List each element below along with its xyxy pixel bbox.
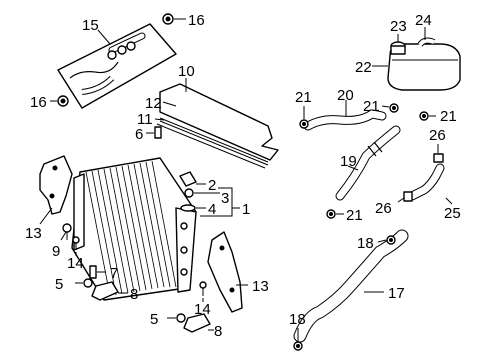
leader-18-top <box>377 239 387 243</box>
o-ring-3 <box>184 188 194 198</box>
callout-24: 24 <box>415 12 432 29</box>
callout-1: 1 <box>242 201 250 218</box>
leader-13-left <box>39 207 53 225</box>
reservoir-hose-part <box>417 37 436 47</box>
mount-8-upper <box>91 281 119 301</box>
clamp-26-top <box>433 153 444 163</box>
callout-20: 20 <box>337 87 354 104</box>
clamp-21-c <box>419 111 429 121</box>
leader-11 <box>154 118 165 121</box>
clamp-18-top <box>386 235 396 245</box>
radiator-part <box>71 157 197 301</box>
leader-21-b <box>381 105 390 108</box>
callout-15: 15 <box>82 17 99 34</box>
bolt-14-left <box>72 236 80 250</box>
callout-16-top: 16 <box>188 12 205 29</box>
leader-19 <box>347 165 359 171</box>
clip-6 <box>154 126 162 139</box>
callout-2: 2 <box>208 177 216 194</box>
clamp-21-a <box>299 119 309 129</box>
bolt-14-right <box>199 281 207 296</box>
callout-21-a: 21 <box>295 89 312 106</box>
air-deflector-part <box>159 83 279 161</box>
bolt-9 <box>62 223 72 240</box>
callout-16-left: 16 <box>30 94 47 111</box>
seal-strips-part <box>156 117 269 169</box>
hose-25 <box>407 163 445 201</box>
callout-9: 9 <box>52 243 60 260</box>
clamp-16-top <box>162 13 174 25</box>
clip-7 <box>89 265 97 279</box>
bracket-13-left <box>39 155 73 215</box>
callout-8-upper: 8 <box>130 286 138 303</box>
bracket-1 <box>200 187 233 217</box>
hose-17 <box>293 229 409 343</box>
callout-13-right: 13 <box>252 278 269 295</box>
leader-15 <box>97 29 111 45</box>
callout-5-lower: 5 <box>150 311 158 328</box>
bushing-5-lower <box>176 313 186 323</box>
clamp-26-mid <box>403 191 413 202</box>
leader-26-mid <box>397 197 405 203</box>
clamp-21-d <box>326 209 336 219</box>
callout-17: 17 <box>388 285 405 302</box>
callout-22: 22 <box>355 59 372 76</box>
reservoir-cap-part <box>390 41 406 55</box>
callout-10: 10 <box>178 63 195 80</box>
callout-8-lower: 8 <box>214 323 222 340</box>
callout-21-b: 21 <box>363 98 380 115</box>
mount-8-lower <box>183 313 211 333</box>
callout-14-left: 14 <box>67 255 84 272</box>
callout-21-d: 21 <box>346 207 363 224</box>
callout-11: 11 <box>137 111 153 128</box>
callout-18-top: 18 <box>357 235 374 252</box>
callout-3: 3 <box>221 190 229 207</box>
drain-plug-2 <box>179 171 197 187</box>
clamp-18-bottom <box>293 341 303 351</box>
callout-26-top: 26 <box>429 127 446 144</box>
callout-14-right: 14 <box>194 301 211 318</box>
clamp-21-b <box>389 103 399 113</box>
leader-25 <box>445 197 453 205</box>
seal-4 <box>180 204 196 212</box>
callout-5-upper: 5 <box>55 276 63 293</box>
callout-26-mid: 26 <box>375 200 392 217</box>
leader-12 <box>162 101 177 107</box>
callout-12: 12 <box>145 95 162 112</box>
callout-21-c: 21 <box>440 108 457 125</box>
clamp-16-left <box>57 95 69 107</box>
callout-7: 7 <box>110 265 118 282</box>
callout-6: 6 <box>135 126 143 143</box>
bushing-5-upper <box>83 278 93 288</box>
leader-9 <box>60 231 67 241</box>
bracket-13-right <box>207 231 243 313</box>
callout-25: 25 <box>444 205 461 222</box>
callout-19: 19 <box>340 153 357 170</box>
hose-kit-part <box>57 23 177 109</box>
hose-19 <box>335 125 401 201</box>
hose-20 <box>303 109 387 131</box>
callout-4: 4 <box>208 201 216 218</box>
callout-18-bottom: 18 <box>289 311 306 328</box>
callout-23: 23 <box>390 18 407 35</box>
callout-13-left: 13 <box>25 225 42 242</box>
